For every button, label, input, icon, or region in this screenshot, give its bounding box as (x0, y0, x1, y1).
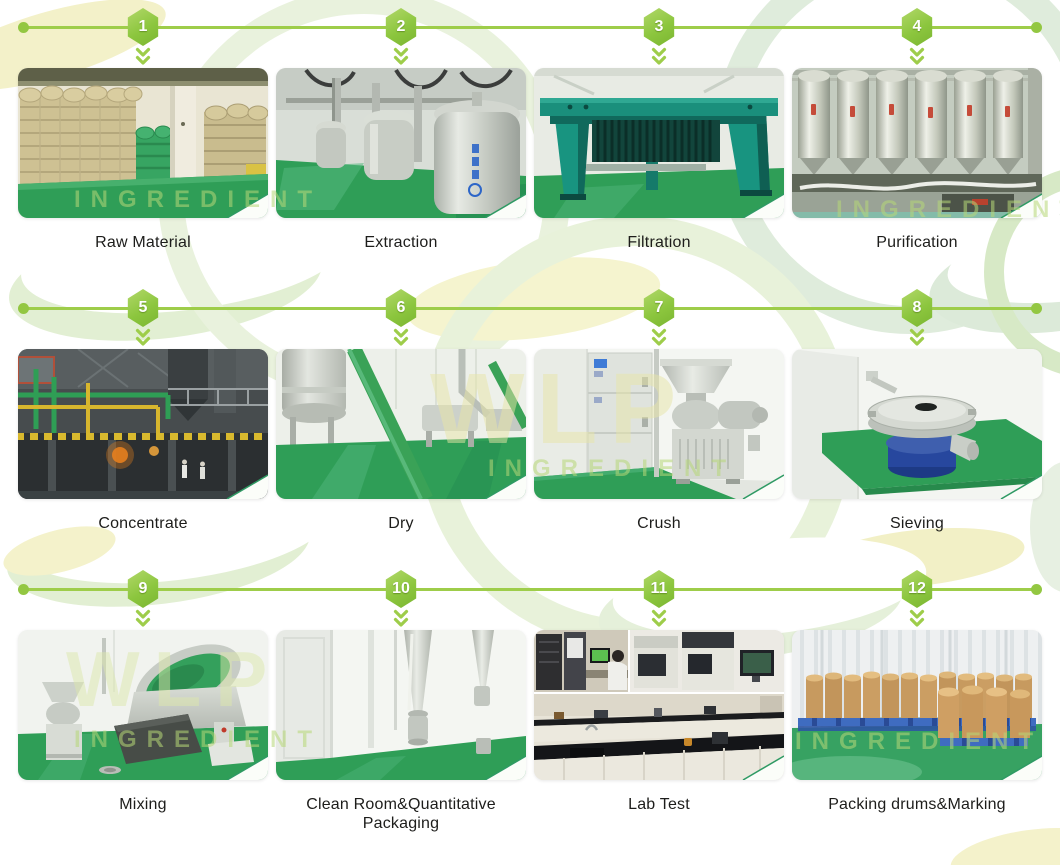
step-number: 11 (650, 580, 668, 597)
step-card-purification: 4 (792, 0, 1042, 281)
process-row-1: 1 (0, 0, 1060, 281)
chevron-down-icon (909, 609, 925, 627)
photo-lab-test (534, 630, 784, 780)
timeline-dot-right (1031, 303, 1042, 314)
timeline-line (23, 26, 1037, 29)
step-number: 6 (396, 299, 406, 316)
chevron-down-icon (909, 328, 925, 346)
chevron-down-icon (909, 47, 925, 65)
timeline-dot-left (18, 303, 29, 314)
step-number-badge: 5 (127, 289, 159, 327)
step-number: 4 (912, 18, 922, 35)
step-label: Mixing (119, 796, 167, 813)
step-number: 7 (654, 299, 664, 316)
step-card-lab-test: 11 (534, 562, 784, 843)
photo-sieving (792, 349, 1042, 499)
photo-clean-room-packaging (276, 630, 526, 780)
step-number-badge: 6 (385, 289, 417, 327)
timeline-line (23, 307, 1037, 310)
step-number: 10 (392, 580, 410, 597)
step-number-badge: 4 (901, 8, 933, 46)
photo-filtration (534, 68, 784, 218)
step-number-badge: 1 (127, 8, 159, 46)
step-label: Crush (637, 515, 681, 532)
photo-concentrate (18, 349, 268, 499)
step-number-badge: 7 (643, 289, 675, 327)
step-label: Packing drums&Marking (828, 796, 1006, 813)
timeline-dot-left (18, 584, 29, 595)
step-number-badge: 12 (901, 570, 933, 608)
step-label: Filtration (627, 234, 691, 251)
chevron-down-icon (393, 47, 409, 65)
step-card-concentrate: 5 (18, 281, 268, 562)
timeline-dot-left (18, 22, 29, 33)
step-card-packing-drums: 12 (792, 562, 1042, 843)
process-row-3: 9 (0, 562, 1060, 843)
step-card-dry: 6 (276, 281, 526, 562)
step-card-extraction: 2 (276, 0, 526, 281)
step-number-badge: 3 (643, 8, 675, 46)
step-label: Extraction (364, 234, 438, 251)
photo-packing-drums (792, 630, 1042, 780)
photo-dry (276, 349, 526, 499)
step-label: Sieving (890, 515, 944, 532)
chevron-down-icon (651, 609, 667, 627)
photo-mixing (18, 630, 268, 780)
step-number-badge: 11 (643, 570, 675, 608)
step-number: 2 (396, 18, 406, 35)
chevron-down-icon (393, 328, 409, 346)
step-card-filtration: 3 (534, 0, 784, 281)
step-number-badge: 9 (127, 570, 159, 608)
step-number: 12 (908, 580, 926, 597)
photo-extraction (276, 68, 526, 218)
step-card-mixing: 9 (18, 562, 268, 843)
step-label: Dry (388, 515, 414, 532)
step-card-clean-room-packaging: 10 (276, 562, 526, 843)
step-number: 8 (912, 299, 922, 316)
photo-purification (792, 68, 1042, 218)
chevron-down-icon (135, 328, 151, 346)
step-card-sieving: 8 (792, 281, 1042, 562)
step-label: Purification (876, 234, 958, 251)
step-card-raw-material: 1 (18, 0, 268, 281)
step-card-crush: 7 (534, 281, 784, 562)
timeline-dot-right (1031, 22, 1042, 33)
timeline-dot-right (1031, 584, 1042, 595)
step-number-badge: 2 (385, 8, 417, 46)
step-number: 1 (138, 18, 148, 35)
process-row-2: 5 (0, 281, 1060, 562)
chevron-down-icon (135, 47, 151, 65)
step-label: Clean Room&Quantitative Packaging (306, 796, 496, 832)
step-number: 3 (654, 18, 664, 35)
step-label: Concentrate (98, 515, 188, 532)
chevron-down-icon (393, 609, 409, 627)
chevron-down-icon (651, 47, 667, 65)
step-number: 5 (138, 299, 148, 316)
step-number: 9 (138, 580, 148, 597)
step-number-badge: 10 (385, 570, 417, 608)
timeline-line (23, 588, 1037, 591)
step-number-badge: 8 (901, 289, 933, 327)
photo-crush (534, 349, 784, 499)
step-label: Raw Material (95, 234, 191, 251)
chevron-down-icon (651, 328, 667, 346)
step-label: Lab Test (628, 796, 690, 813)
chevron-down-icon (135, 609, 151, 627)
photo-raw-material (18, 68, 268, 218)
